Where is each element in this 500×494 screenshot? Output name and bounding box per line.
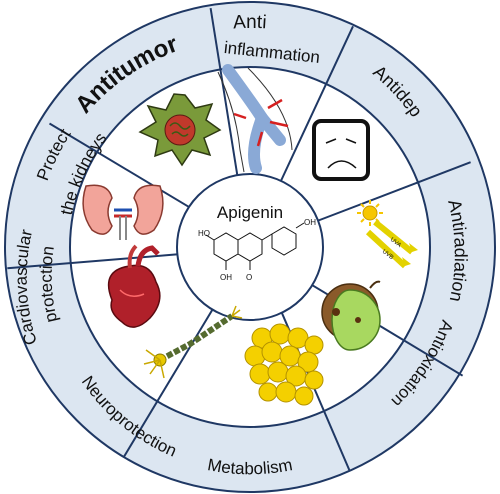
- atom-oh-bottom: OH: [220, 273, 232, 282]
- atom-oh-right: OH: [304, 218, 316, 227]
- neuron-icon: [143, 305, 243, 379]
- apple-icon: [321, 280, 381, 351]
- atom-ho-left: HO: [198, 229, 210, 238]
- center-circle: [176, 173, 324, 321]
- depressed-face-icon: [312, 119, 370, 181]
- label-metabolism: Metabolism: [206, 455, 294, 478]
- tumor-cell-icon: [138, 93, 222, 167]
- knee-joint-icon: [217, 64, 293, 174]
- label-anti-inflammation-line1: Anti: [232, 12, 267, 34]
- kidneys-icon: [82, 184, 164, 240]
- center-title: Apigenin: [217, 203, 283, 222]
- atom-carbonyl-o: O: [246, 273, 252, 282]
- fat-cells-icon: [244, 323, 324, 406]
- sun-uv-icon: UVA UVB: [357, 200, 418, 269]
- apigenin-structure-icon: [205, 222, 305, 270]
- heart-icon: [107, 244, 161, 328]
